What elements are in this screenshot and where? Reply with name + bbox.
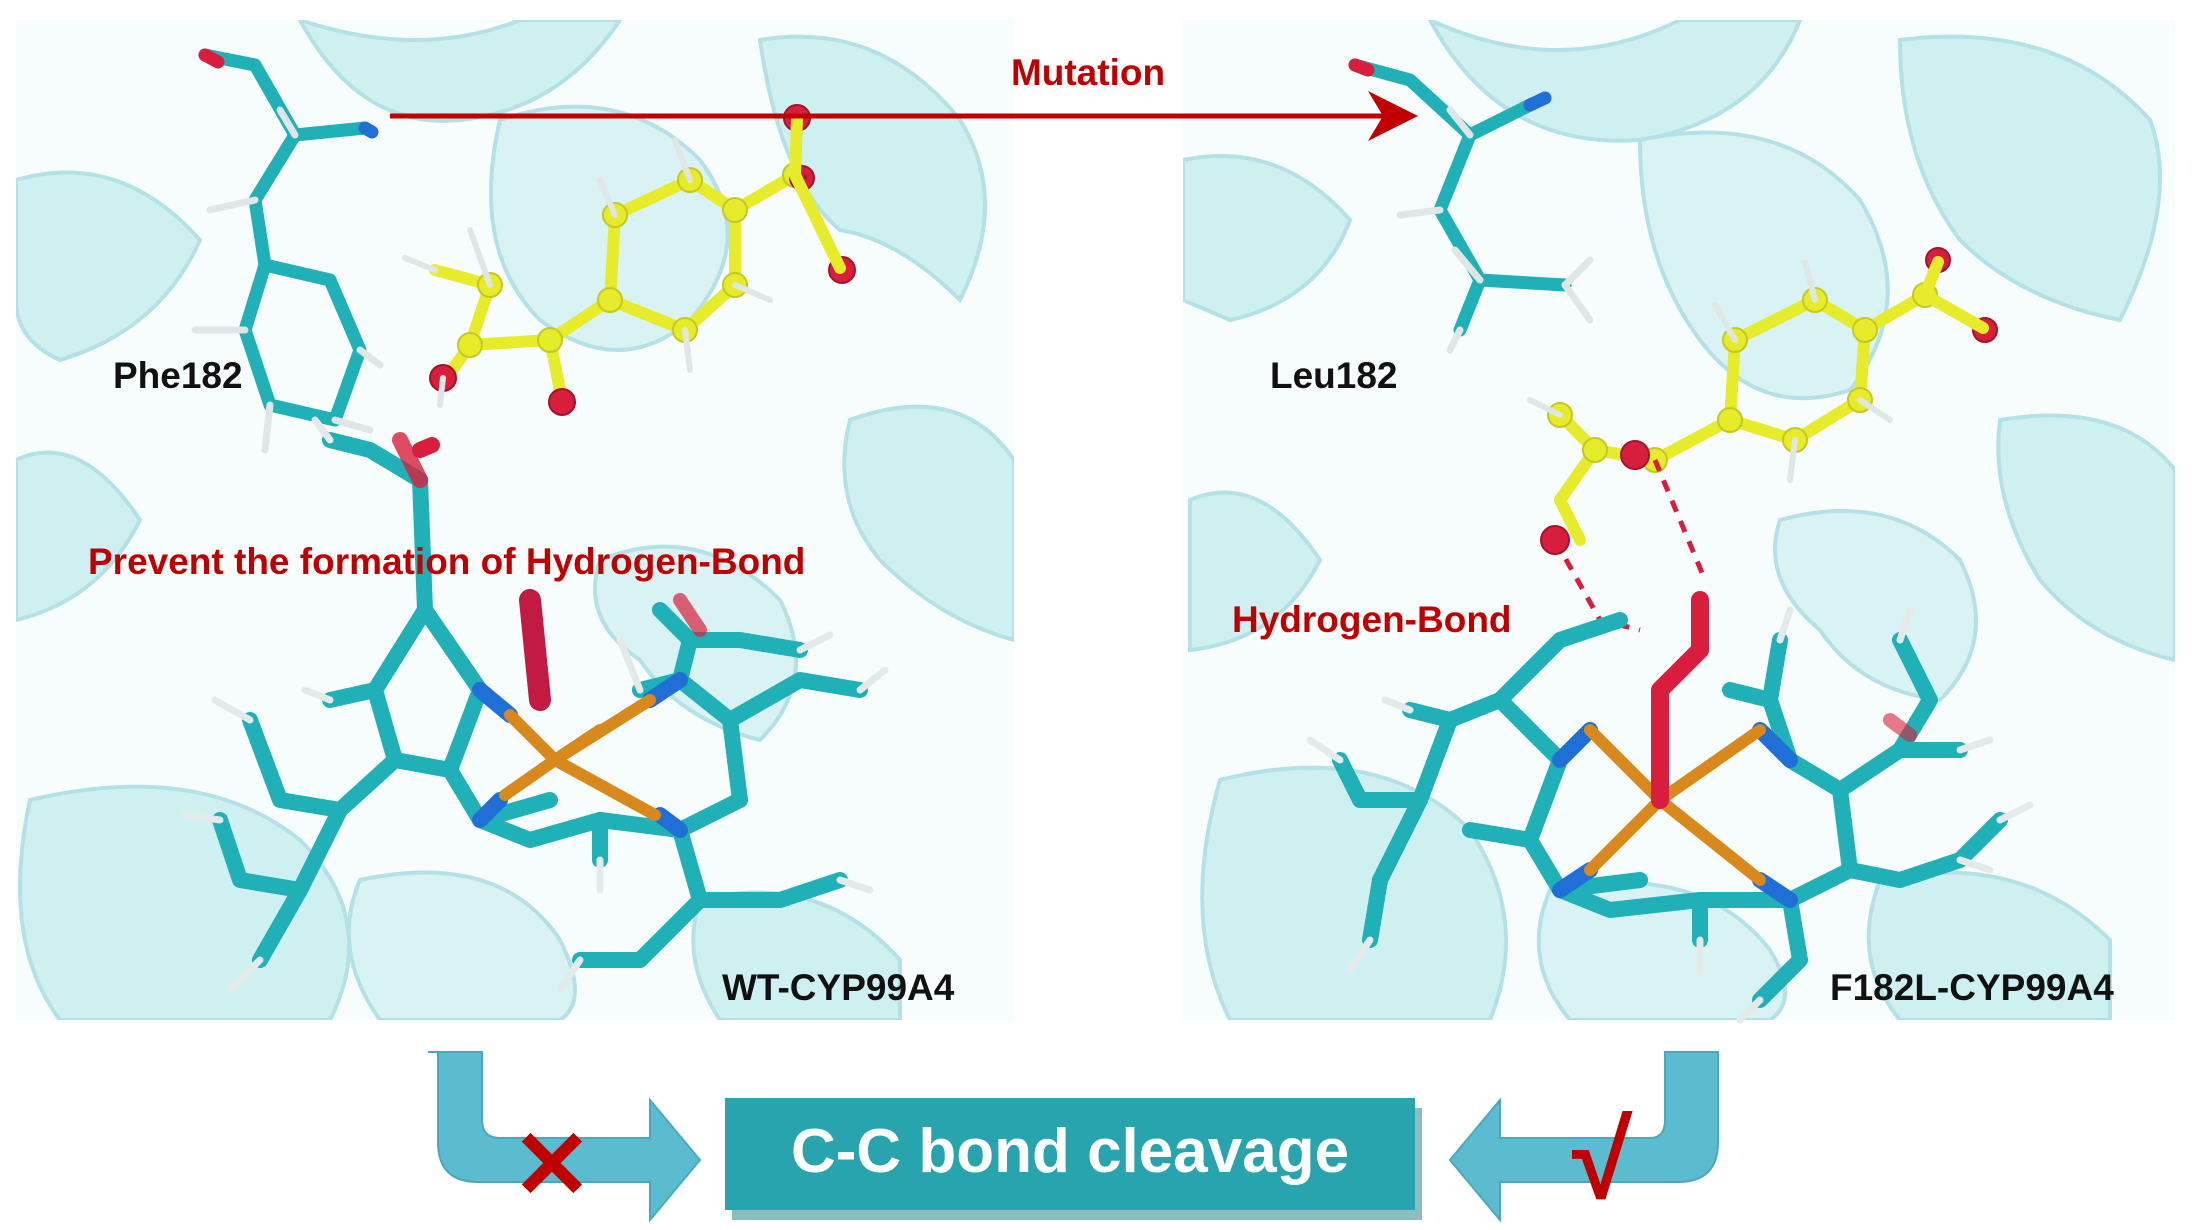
left-protein-cartoon xyxy=(16,20,1014,1020)
right-panel: Leu182 Hydrogen-Bond F182L-CYP99A4 xyxy=(1183,20,2175,1024)
right-flow-arrow xyxy=(1448,1051,1719,1223)
right-heme xyxy=(1306,591,2034,1024)
cross-mark-icon: ✕ xyxy=(512,1112,592,1219)
outcome-box-label: C-C bond cleavage xyxy=(791,1117,1349,1186)
mutation-arrow: Mutation xyxy=(390,52,1418,141)
left-annotation: Prevent the formation of Hydrogen-Bond xyxy=(88,541,805,582)
left-residue-label: Phe182 xyxy=(113,355,243,396)
outcome-box: C-C bond cleavage xyxy=(725,1098,1422,1220)
right-protein-cartoon xyxy=(1183,20,2175,1020)
left-substrate xyxy=(402,104,856,416)
leu182-residue xyxy=(1348,58,1594,354)
left-flow-arrow xyxy=(428,1051,702,1223)
check-mark-icon: √ xyxy=(1572,1099,1633,1222)
mutation-label: Mutation xyxy=(1011,52,1165,93)
left-panel: Phe182 Prevent the formation of Hydrogen… xyxy=(16,20,1014,1020)
right-annotation: Hydrogen-Bond xyxy=(1232,599,1512,640)
left-enzyme-label: WT-CYP99A4 xyxy=(722,967,955,1008)
phe182-residue xyxy=(191,48,384,454)
left-heme xyxy=(181,416,889,994)
outcome-box-rect xyxy=(725,1098,1415,1210)
right-residue-label: Leu182 xyxy=(1270,355,1398,396)
right-substrate xyxy=(1527,247,1998,555)
right-enzyme-label: F182L-CYP99A4 xyxy=(1830,967,2114,1008)
